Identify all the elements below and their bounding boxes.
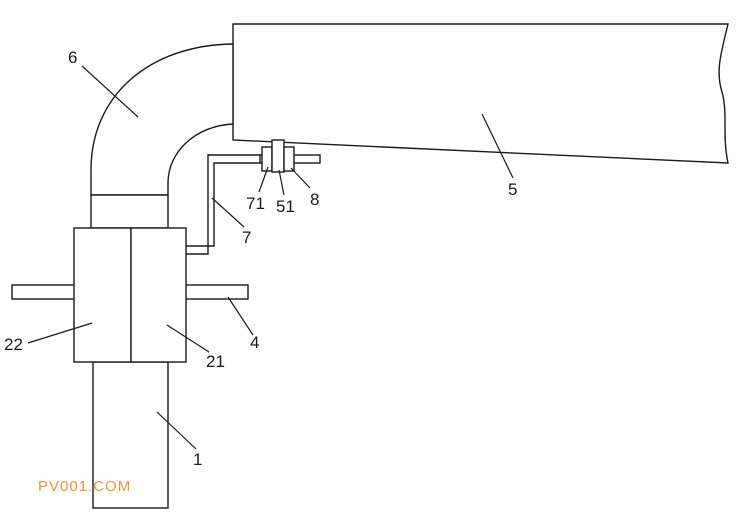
horizontal-duct-5 bbox=[232, 23, 729, 164]
label-21: 21 bbox=[206, 352, 225, 371]
vertical-pipe-1 bbox=[92, 361, 169, 509]
leader-1 bbox=[156, 411, 197, 450]
leader-8 bbox=[290, 167, 311, 189]
conduit-7-outer bbox=[186, 154, 260, 255]
leader-22 bbox=[27, 322, 93, 344]
label-8: 8 bbox=[310, 190, 319, 209]
bracket-8 bbox=[283, 146, 295, 172]
leader-51 bbox=[278, 169, 285, 196]
label-6: 6 bbox=[68, 48, 77, 67]
neck-section bbox=[90, 194, 169, 229]
leader-21 bbox=[166, 324, 210, 353]
elbow-6 bbox=[90, 43, 234, 196]
bracket-51 bbox=[271, 139, 285, 173]
leader-6 bbox=[81, 65, 139, 118]
label-71: 71 bbox=[246, 194, 265, 213]
leader-4 bbox=[227, 296, 254, 336]
watermark-text: PV001.COM bbox=[38, 478, 132, 495]
bracket-71 bbox=[261, 146, 273, 172]
conduit-7-inner bbox=[186, 162, 260, 247]
label-5: 5 bbox=[508, 180, 517, 199]
label-4: 4 bbox=[250, 333, 259, 352]
leader-71 bbox=[258, 166, 269, 193]
coupling-half-21 bbox=[130, 227, 187, 363]
leader-5 bbox=[481, 113, 514, 179]
leader-7 bbox=[211, 197, 245, 228]
label-7: 7 bbox=[242, 228, 251, 247]
coupling-half-22 bbox=[73, 227, 132, 363]
label-51: 51 bbox=[276, 197, 295, 216]
label-22: 22 bbox=[4, 335, 23, 354]
label-1: 1 bbox=[193, 450, 202, 469]
